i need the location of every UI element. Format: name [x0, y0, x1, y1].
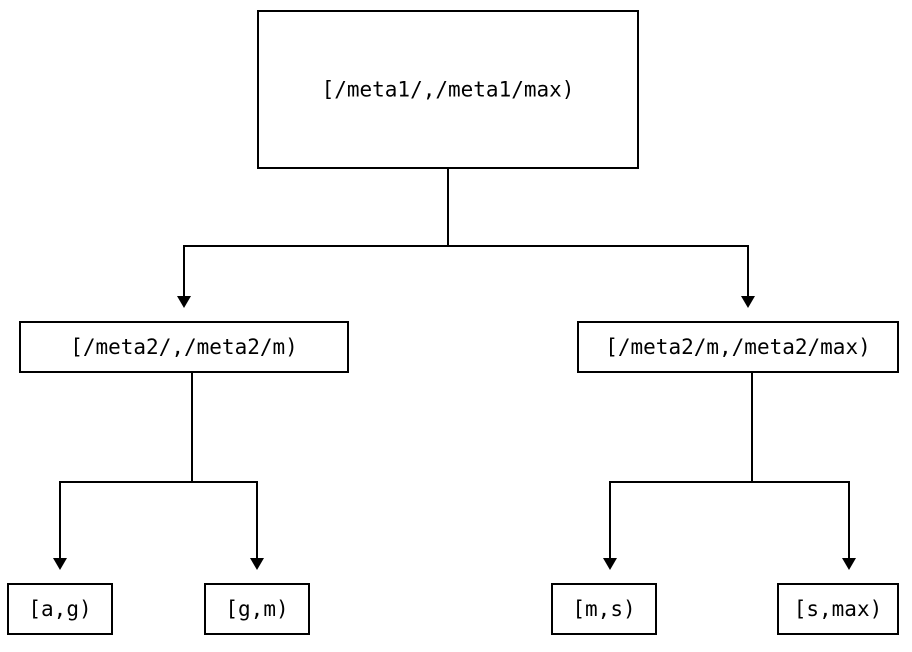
edge-layer [53, 168, 856, 570]
edge-mid-right-to-leaf-smax [750, 372, 856, 570]
arrowhead-icon [842, 558, 856, 570]
arrowhead-icon [177, 296, 191, 308]
tree-node-root[interactable]: [/meta1/,/meta1/max) [256, 9, 640, 170]
arrowhead-icon [603, 558, 617, 570]
node-label: [g,m) [225, 597, 288, 621]
tree-node-mid-right[interactable]: [/meta2/m,/meta2/max) [576, 320, 900, 374]
node-box [203, 582, 311, 636]
node-box [550, 582, 658, 636]
edge-root-to-mid-left [177, 168, 450, 308]
edge-mid-left-to-leaf-gm [190, 372, 264, 570]
edge-mid-right-to-leaf-ms [603, 372, 754, 570]
node-label: [m,s) [572, 597, 635, 621]
edge-mid-left-to-leaf-ag [53, 372, 194, 570]
node-label: [/meta2/,/meta2/m) [70, 335, 298, 359]
node-box [776, 582, 900, 636]
tree-node-mid-left[interactable]: [/meta2/,/meta2/m) [18, 320, 350, 374]
tree-node-leaf-gm[interactable]: [g,m) [203, 582, 311, 636]
node-box [6, 582, 114, 636]
arrowhead-icon [53, 558, 67, 570]
tree-node-leaf-ag[interactable]: [a,g) [6, 582, 114, 636]
arrowhead-icon [741, 296, 755, 308]
node-box [18, 320, 350, 374]
edge-root-to-mid-right [446, 168, 755, 308]
node-label: [/meta2/m,/meta2/max) [605, 335, 871, 359]
node-box [576, 320, 900, 374]
node-layer: [/meta1/,/meta1/max) [/meta2/,/meta2/m) [/… [6, 9, 900, 636]
node-label: [s,max) [794, 597, 883, 621]
node-label: [a,g) [28, 597, 91, 621]
tree-node-leaf-smax[interactable]: [s,max) [776, 582, 900, 636]
tree-node-leaf-ms[interactable]: [m,s) [550, 582, 658, 636]
node-box [256, 9, 640, 170]
arrowhead-icon [250, 558, 264, 570]
node-label: [/meta1/,/meta1/max) [322, 78, 575, 102]
